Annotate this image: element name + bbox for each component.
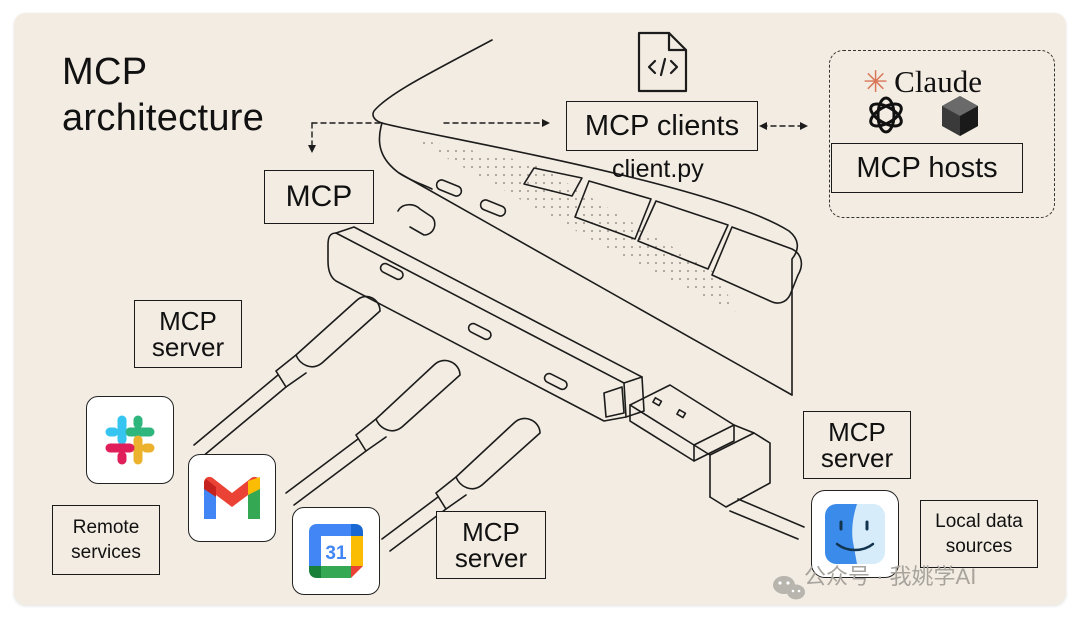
remote-services-box: Remote services [52, 505, 160, 575]
laptop-base [381, 122, 799, 396]
claude-logo: ✳ Claude [863, 64, 982, 100]
cable-calendar [381, 417, 541, 552]
watermark-text: 公众号 · 我姚学AI [804, 564, 977, 589]
file-code-icon [637, 31, 688, 93]
mcp-clients-label: MCP clients [584, 109, 740, 142]
cube-logo [942, 96, 978, 136]
line-art [193, 31, 978, 600]
mcp-hub-label: MCP [285, 180, 353, 213]
keyboard-keys [523, 167, 803, 304]
cable-gmail [285, 359, 461, 506]
mcp-server-box-calendar: MCP server [436, 511, 546, 579]
claude-star-icon: ✳ [863, 64, 889, 100]
finder-icon [825, 504, 885, 564]
laptop-lid [372, 39, 493, 124]
remote-services-line2: services [71, 542, 141, 563]
mcp-hub-box: MCP [264, 170, 374, 224]
server-label-line1: MCP [462, 517, 520, 547]
mcp-hosts-label: MCP hosts [856, 151, 998, 184]
dashed-arrows [311, 122, 805, 150]
server-label-line1: MCP [828, 417, 886, 447]
mcp-server-box-local: MCP server [803, 411, 911, 479]
slack-icon [105, 415, 155, 465]
local-data-line2: sources [945, 536, 1013, 557]
remote-services-line1: Remote [72, 517, 140, 538]
calendar-day: 31 [325, 543, 347, 564]
wechat-icon [773, 576, 805, 600]
calendar-tile: 31 [292, 507, 380, 595]
speaker-grille [411, 138, 736, 313]
mcp-hosts-frame [829, 50, 1055, 218]
mcp-server-box-remote: MCP server [134, 300, 242, 368]
cable-slack [193, 295, 381, 458]
client-file-label: client.py [612, 155, 704, 183]
usb-hub [327, 232, 627, 422]
claude-wordmark: Claude [894, 64, 982, 99]
finder-tile [811, 490, 899, 578]
openai-logo [869, 96, 903, 134]
local-data-line1: Local data [935, 511, 1023, 532]
watermark: 公众号 · 我姚学AI [804, 559, 976, 591]
gmail-tile [188, 454, 276, 542]
diagram-canvas: MCP architecture MCP clients client.py ✳… [14, 13, 1066, 605]
slack-tile [86, 396, 174, 484]
server-label-line1: MCP [159, 306, 217, 336]
server-label-line2: server [820, 443, 894, 473]
title-line-2: architecture [62, 97, 265, 139]
server-label-line2: server [151, 332, 225, 362]
local-data-box: Local data sources [920, 500, 1038, 568]
server-label-line2: server [454, 543, 528, 573]
page-title: MCP architecture [62, 49, 264, 141]
gmail-icon [204, 476, 260, 519]
google-calendar-icon: 31 [309, 524, 363, 578]
cable-finder [629, 384, 805, 540]
title-line-1: MCP [62, 51, 148, 93]
mcp-hosts-box: MCP hosts [831, 143, 1023, 193]
mcp-clients-box: MCP clients [566, 101, 758, 151]
